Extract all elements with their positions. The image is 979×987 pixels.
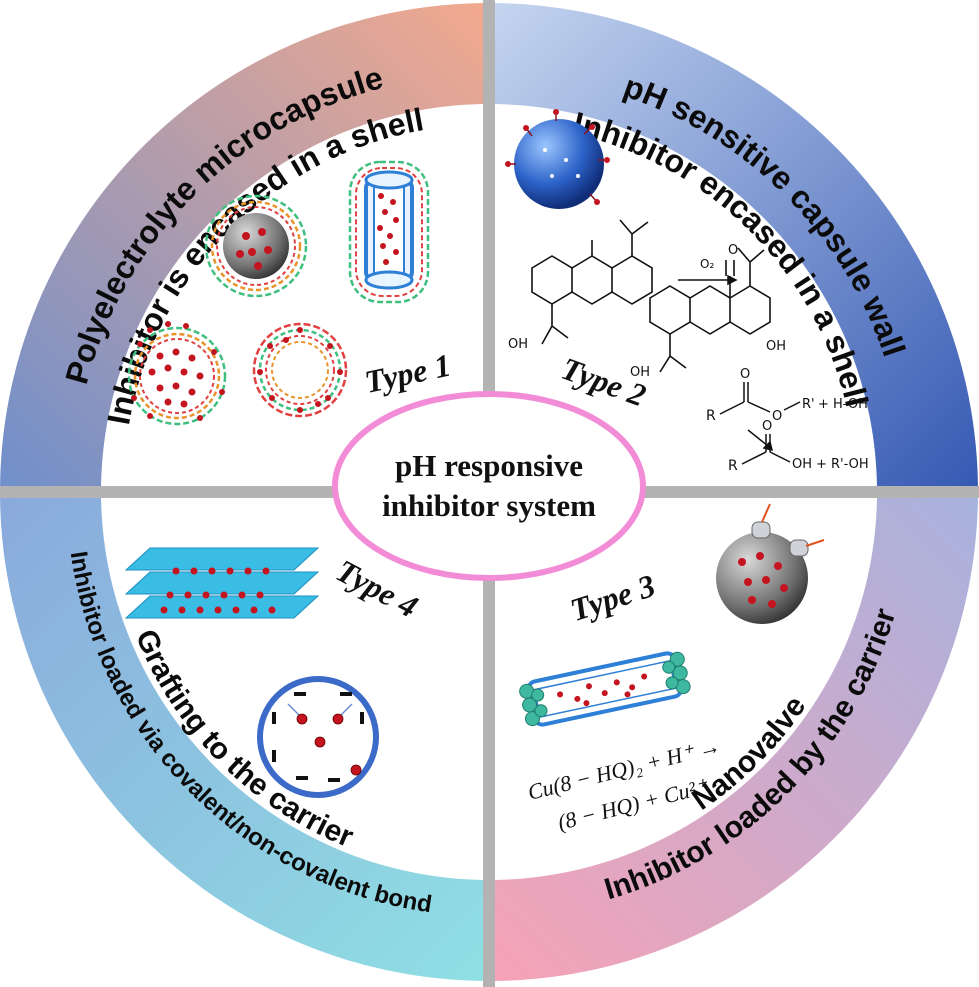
hollow-capsule-icon xyxy=(252,322,348,418)
type2-acid-label-left: OH xyxy=(508,337,528,352)
type4-illustrations xyxy=(124,547,379,798)
type2-acid-label-right: OH xyxy=(630,365,650,380)
type2-water-label: + H-OH xyxy=(818,397,868,412)
type2-carbonyl-o: O xyxy=(740,367,750,382)
type2-illustrations: OH O₂ O OH OH R O O R' + H-OH xyxy=(505,109,869,474)
center-title-line2: inhibitor system xyxy=(382,488,596,523)
type2-roh-label: + R'-OH xyxy=(816,457,869,472)
loaded-capsule-icon xyxy=(127,321,227,426)
type2-oh-label: OH xyxy=(766,339,786,354)
center-ellipse xyxy=(332,391,646,581)
acid-bonds-icon xyxy=(741,434,791,465)
type2-o2-label: O₂ xyxy=(700,257,714,271)
nanovalve-sphere-icon xyxy=(716,503,825,624)
type2-rprime-label: R' xyxy=(802,397,815,412)
ph-sensitive-sphere-icon xyxy=(505,109,610,209)
charged-carrier-icon xyxy=(257,676,379,798)
ester-bonds-icon xyxy=(719,382,801,415)
layered-sheets-icon xyxy=(124,547,320,619)
type2-carbonyl-o-2: O xyxy=(762,419,772,434)
oxidized-acid-structure-icon xyxy=(649,247,771,373)
type2-r-label: R xyxy=(706,408,716,424)
type1-illustrations xyxy=(127,160,430,426)
type2-r-label-2: R xyxy=(728,458,738,474)
coated-nanotube-icon xyxy=(348,160,430,304)
coated-porous-sphere-icon xyxy=(204,194,308,298)
capped-nanotube-icon xyxy=(519,651,691,727)
center-title-line1: pH responsive xyxy=(395,448,583,483)
type2-oh2-label: OH xyxy=(792,457,812,472)
type2-ester-o: O xyxy=(772,409,782,424)
type2-ketone-label: O xyxy=(728,243,738,258)
abietic-acid-structure-icon xyxy=(531,219,653,345)
